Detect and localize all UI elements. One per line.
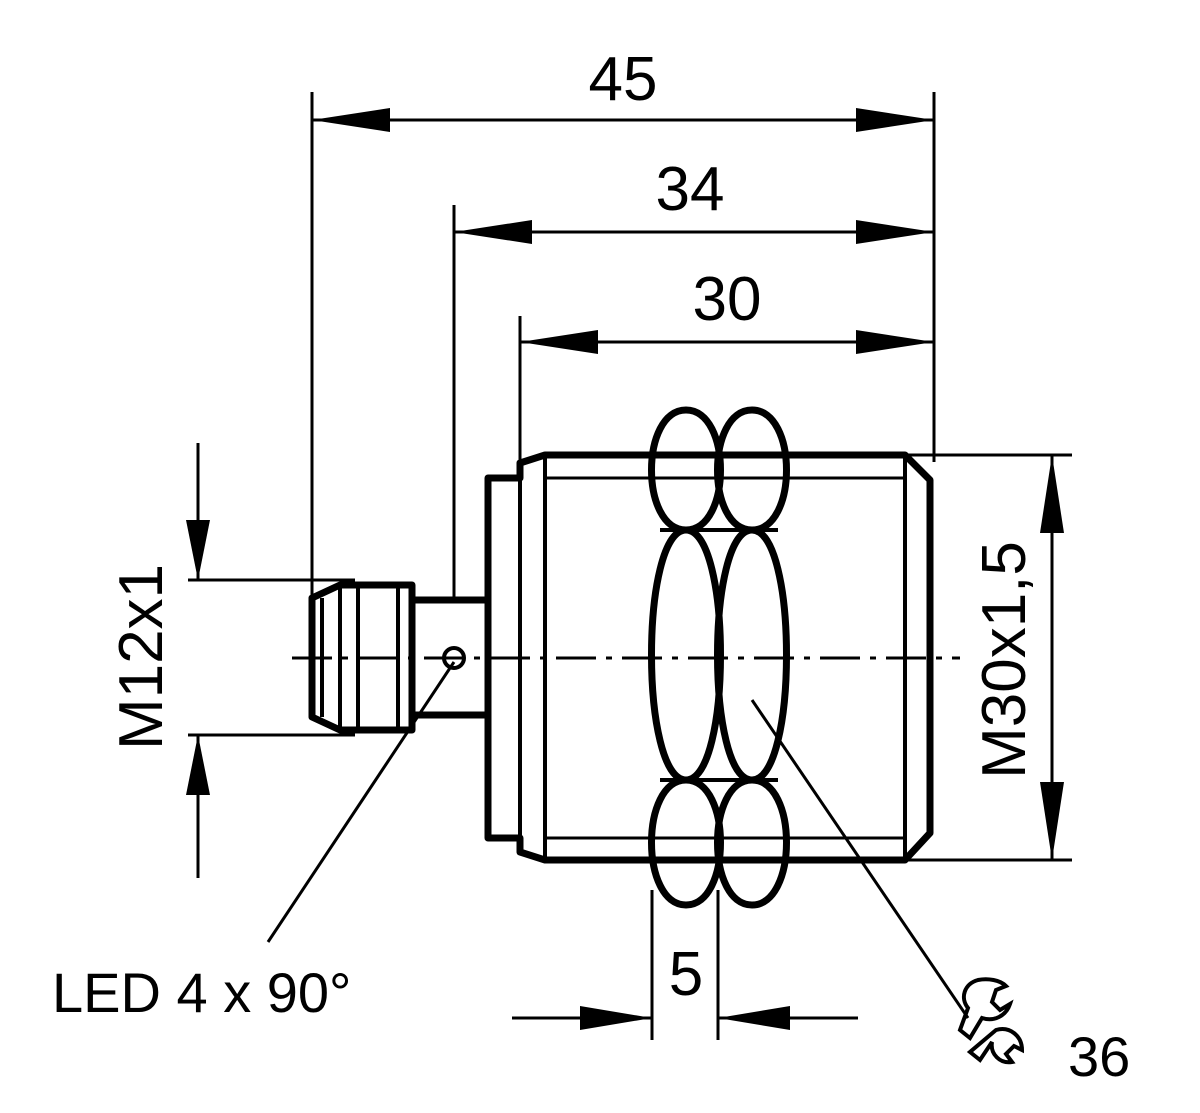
dimension-30-label: 30 [693,265,762,334]
wrench-size-label: 36 [1068,1025,1130,1088]
dimension-34-label: 34 [656,155,725,224]
dimension-m30: M30x1,5 [970,455,1064,860]
dimension-5-label: 5 [669,940,703,1009]
hex-nuts [648,406,790,909]
leader-lines [266,661,970,1019]
led-callout: LED 4 x 90° [52,961,351,1024]
dimension-45-label: 45 [589,45,658,114]
wrench-icon [957,977,1025,1065]
dimension-m12: M12x1 [107,443,210,878]
dimension-34: 34 [454,155,934,244]
dimension-45: 45 [312,45,934,132]
dimension-m12-label: M12x1 [107,564,176,750]
dimension-30: 30 [520,265,934,354]
dimension-5: 5 [512,940,858,1030]
m12-connector [308,581,492,734]
extension-lines [188,92,1072,1040]
dimension-m30-label: M30x1,5 [970,541,1039,779]
